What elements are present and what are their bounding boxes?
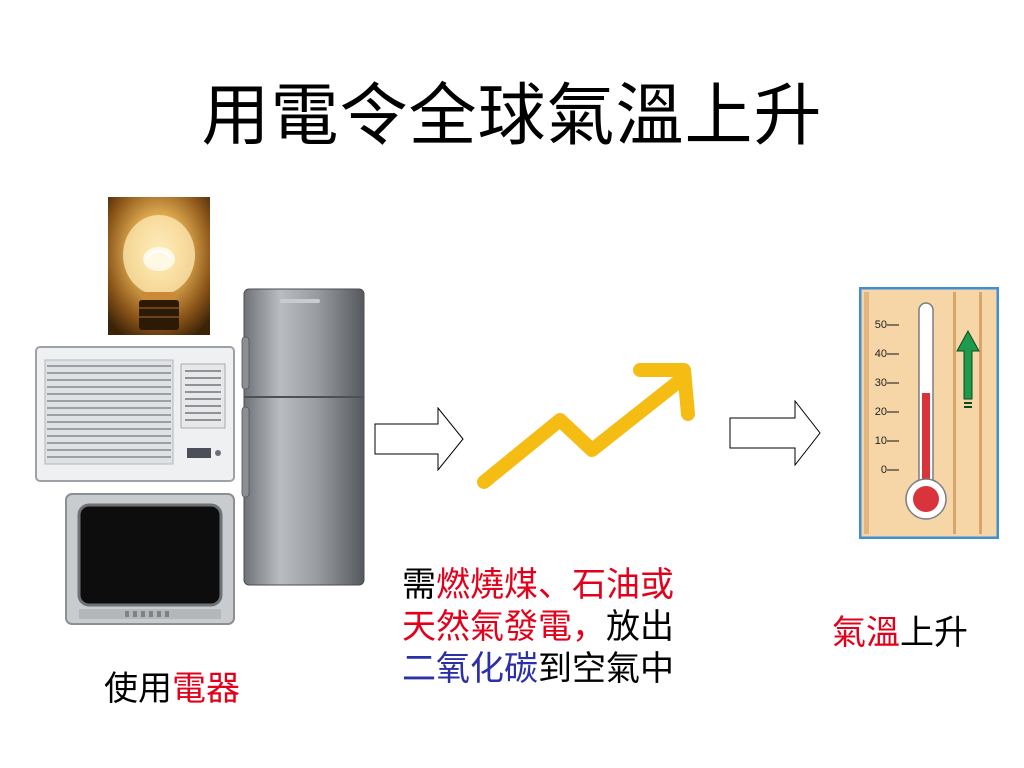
scale-label: 40	[874, 348, 887, 360]
caption-text: 需	[402, 565, 436, 605]
thermometer-icon: 50 40 30 20 10 0	[859, 287, 999, 539]
scale-label: 10	[874, 435, 887, 447]
caption-text: 到空氣中	[538, 649, 674, 689]
hollow-right-arrow-icon	[729, 400, 821, 466]
refrigerator-icon	[240, 287, 366, 587]
hollow-right-arrow-icon	[374, 407, 464, 471]
left-caption: 使用電器	[104, 668, 240, 710]
scale-label: 0	[880, 464, 887, 476]
air-conditioner-icon	[35, 346, 235, 482]
caption-text: 上升	[900, 613, 968, 653]
caption-emphasis: 氣溫	[832, 613, 900, 653]
right-caption: 氣溫上升	[832, 612, 968, 654]
scale-label: 50	[874, 319, 887, 331]
caption-emphasis: 電器	[172, 669, 240, 709]
caption-emphasis-blue: 二氧化碳	[402, 649, 538, 689]
light-bulb-icon	[108, 197, 210, 335]
slide-title: 用電令全球氣溫上升	[201, 77, 823, 156]
middle-caption: 需燃燒煤、石油或 天然氣發電，放出 二氧化碳到空氣中	[402, 564, 674, 690]
caption-emphasis: 燃燒煤、石油或	[436, 565, 674, 605]
caption-emphasis: 天然氣發電，	[402, 607, 606, 647]
rising-trend-arrow-icon	[474, 358, 704, 498]
scale-label: 30	[874, 377, 887, 389]
caption-text: 使用	[104, 669, 172, 709]
scale-label: 20	[874, 406, 887, 418]
caption-text: 放出	[606, 607, 674, 647]
television-icon	[65, 493, 235, 625]
